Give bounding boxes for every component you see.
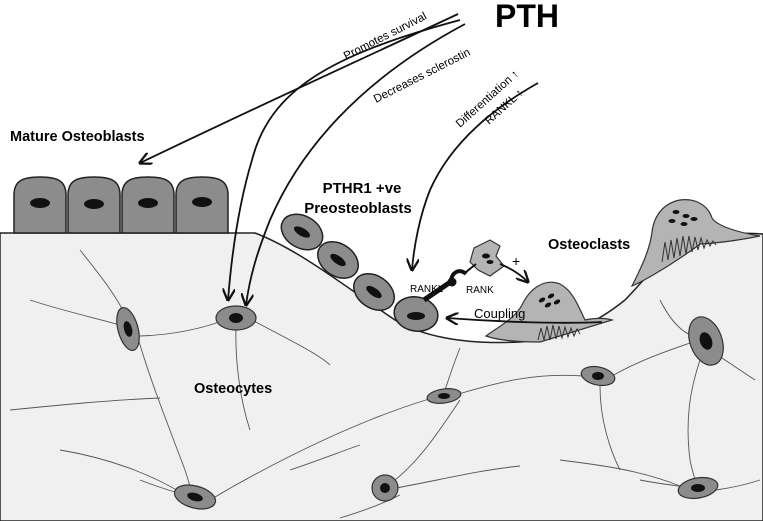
osteocyte [580,365,616,387]
mature-osteoblast [13,176,67,234]
mature-osteoblast [121,176,175,234]
arrow-label-promotes-survival: Promotes survival [342,10,429,62]
osteocyte [173,484,217,510]
mature-osteoblasts-group [13,176,229,234]
mature-osteoblast [67,176,121,234]
label-mature-osteoblasts: Mature Osteoblasts [10,129,145,145]
osteoclast [484,281,615,343]
arrow-coupling [447,318,603,323]
pth-arrows [140,13,603,323]
mature-osteoblast [175,176,229,234]
osteocyte [371,474,399,502]
osteoclast-precursor [469,239,505,277]
arrow-differentiation [412,82,539,270]
preosteoblasts-group [280,213,439,332]
osteocyte [215,305,257,331]
title-pth: PTH [495,0,559,34]
osteocytes-group [116,305,724,510]
label-pthr1-line1: PTHR1 +ve [323,180,402,197]
label-pthr1-line2: Preosteoblasts [304,200,412,217]
preosteoblast [393,296,439,332]
rankl-rank-binding [422,263,477,303]
preosteoblast [353,273,395,311]
arrow-label-decreases-sclerostin: Decreases sclerostin [372,47,473,106]
osteocyte [688,316,724,366]
label-rank: RANK [466,285,494,296]
osteoclasts-group [484,199,761,343]
osteocyte [116,306,140,352]
label-osteoclasts: Osteoclasts [548,237,630,253]
label-rankl: RANKL [410,284,444,295]
label-plus: + [512,253,520,269]
preosteoblast [280,213,324,251]
arrow-osteocyte-curve [228,19,461,300]
osteocyte [426,388,462,404]
label-coupling: Coupling [474,306,525,321]
osteoclast [630,199,761,288]
preosteoblast [317,241,359,279]
arrow-plus [499,263,528,282]
osteocyte [677,476,719,500]
label-osteocytes: Osteocytes [194,381,272,397]
arrow-decreases-sclerostin [246,23,466,305]
